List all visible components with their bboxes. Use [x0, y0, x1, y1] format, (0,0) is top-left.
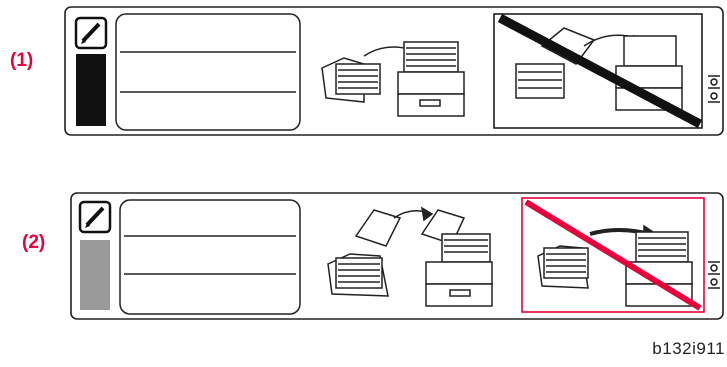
- paper-stack-icon: [516, 64, 564, 98]
- prohibited-usage-illustration: [522, 198, 704, 312]
- indicator-bar: [80, 240, 110, 310]
- paper-stack-icon: [544, 248, 588, 278]
- indicator-bar: [76, 54, 106, 126]
- prohibited-usage-illustration: [494, 14, 702, 128]
- figure-caption: b132i911: [652, 339, 725, 359]
- paper-stack-icon: [336, 64, 380, 94]
- step-label-2: (2): [22, 232, 45, 254]
- write-area: [116, 14, 300, 130]
- label-card-2: [70, 192, 724, 320]
- step-label-1: (1): [10, 50, 33, 72]
- label-card-1: [64, 6, 724, 136]
- pencil-icon: [76, 18, 106, 48]
- paper-stack-icon: [336, 258, 382, 288]
- write-area: [120, 200, 300, 314]
- pencil-icon: [80, 202, 110, 232]
- tray-icon: [398, 42, 464, 116]
